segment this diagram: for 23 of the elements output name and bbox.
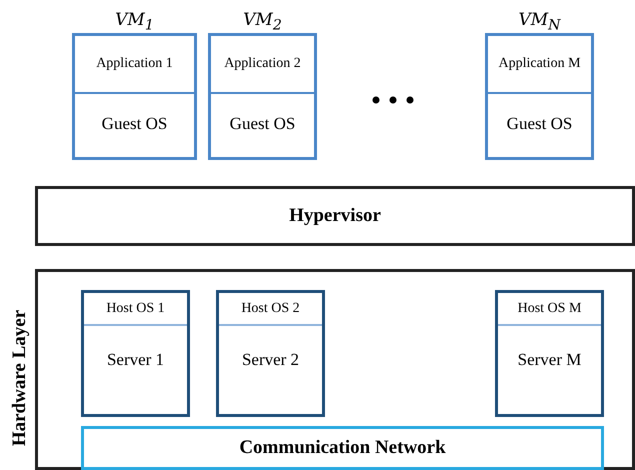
application-label: Application 1 <box>96 56 173 72</box>
guest-os-label: Guest OS <box>506 114 572 135</box>
server-box <box>216 290 325 417</box>
host-os-label: Host OS 2 <box>241 300 300 316</box>
layer-title: Hypervisor <box>289 205 381 227</box>
network-bar <box>81 426 604 470</box>
vm-label: VM$_{N}$ <box>518 10 561 30</box>
application-label: Application 2 <box>224 56 301 72</box>
hypervisor-layer <box>35 186 635 246</box>
host-os-label: Host OS 1 <box>106 300 165 316</box>
network-label: Communication Network <box>239 437 446 459</box>
vm-label: VM$_{1}$ <box>115 10 154 30</box>
server-label: Server 1 <box>106 350 164 371</box>
server-box <box>495 290 604 417</box>
vm-label: VM$_{2}$ <box>243 10 282 30</box>
layer-title: Hardware Layer <box>9 308 31 448</box>
server-label: Server 2 <box>242 350 300 371</box>
server-box <box>81 290 190 417</box>
host-os-label: Host OS M <box>518 300 582 316</box>
application-label: Application M <box>498 56 581 72</box>
guest-os-label: Guest OS <box>102 114 168 135</box>
server-label: Server M <box>518 350 582 371</box>
guest-os-label: Guest OS <box>230 114 296 135</box>
